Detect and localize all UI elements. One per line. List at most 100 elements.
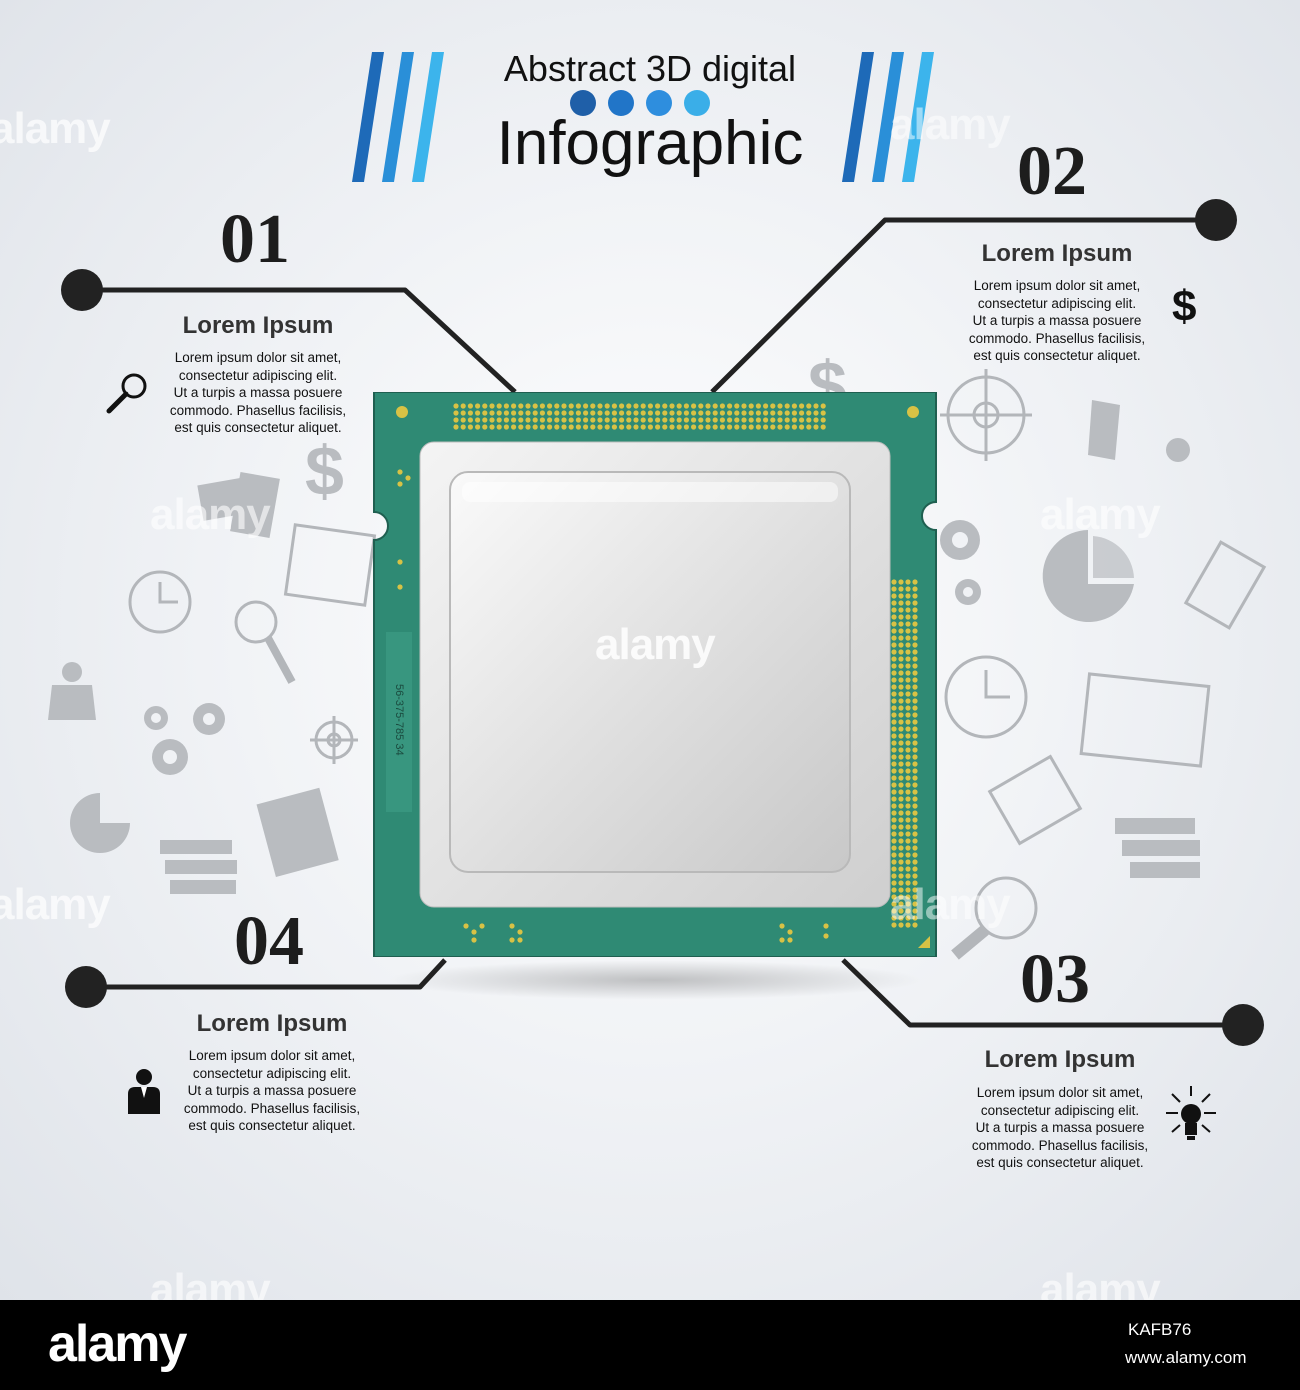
chip-pin <box>898 894 904 900</box>
header-dot <box>684 90 710 116</box>
chip-pin <box>611 410 617 416</box>
chip-pin <box>912 754 918 760</box>
chip-pin <box>891 642 897 648</box>
chip-pin <box>806 417 812 423</box>
chip-pin <box>517 929 523 935</box>
chip-pin <box>912 712 918 718</box>
chip-pin <box>719 424 725 430</box>
chip-pin <box>755 410 761 416</box>
chip-pin <box>891 691 897 697</box>
chip-pin <box>741 417 747 423</box>
chip-pin <box>912 803 918 809</box>
chip-pin <box>779 923 785 929</box>
chip-pin <box>891 593 897 599</box>
laptop-icon <box>1183 540 1267 630</box>
chip-pin <box>891 649 897 655</box>
chip-pin <box>905 922 911 928</box>
chip-pin <box>905 887 911 893</box>
chip-pin <box>891 754 897 760</box>
chip-pin <box>912 698 918 704</box>
chip-pin <box>813 424 819 430</box>
chip-pin <box>547 424 553 430</box>
chip-pin <box>898 586 904 592</box>
chip-pin <box>898 656 904 662</box>
chip-pin <box>898 726 904 732</box>
lightbulb-icon <box>1166 1086 1216 1140</box>
chip-pin <box>568 417 574 423</box>
chip-pin <box>647 417 653 423</box>
chip-pin <box>647 424 653 430</box>
tablet-icon <box>283 523 377 607</box>
chip-pin <box>509 923 515 929</box>
chip-pin <box>912 740 918 746</box>
chip-pin <box>575 410 581 416</box>
chip-pin <box>820 403 826 409</box>
chip-pin <box>561 410 567 416</box>
chip-pin <box>891 852 897 858</box>
chip-pin <box>891 677 897 683</box>
chip-pin <box>905 747 911 753</box>
chip-pin <box>787 937 793 943</box>
chip-pin <box>683 410 689 416</box>
chip-pin <box>912 684 918 690</box>
pie-chart-icon <box>1042 530 1134 622</box>
chip-pin <box>787 929 793 935</box>
chip-pin <box>662 403 668 409</box>
chip-pin <box>525 403 531 409</box>
chip-pin <box>898 747 904 753</box>
chip-pin <box>705 410 711 416</box>
chip-pin <box>496 417 502 423</box>
background-icons-layer: $ $ <box>48 347 1267 960</box>
chip-pin <box>905 600 911 606</box>
chip-pin <box>734 403 740 409</box>
chip-pin <box>905 586 911 592</box>
chip-pin <box>471 929 477 935</box>
chip-pin <box>568 424 574 430</box>
chip-pin <box>475 417 481 423</box>
chip-pin <box>770 410 776 416</box>
chip-pin <box>691 403 697 409</box>
chip-pin <box>912 901 918 907</box>
chip-pin <box>912 691 918 697</box>
chip-pin <box>898 796 904 802</box>
chip-pin <box>655 424 661 430</box>
step-number-01: 01 <box>220 201 290 278</box>
chip-pin <box>898 593 904 599</box>
chip-pin <box>489 403 495 409</box>
chip-serial-number: 56-375-785 34 <box>393 684 405 756</box>
businessman-icon <box>128 1069 160 1114</box>
chip-pin <box>583 417 589 423</box>
chip-pin <box>525 410 531 416</box>
connector-node-01 <box>61 269 103 311</box>
chip-pin <box>905 782 911 788</box>
connector-line-04 <box>86 958 447 990</box>
chip-pin <box>912 663 918 669</box>
chip-pin <box>891 607 897 613</box>
chip-pin <box>912 789 918 795</box>
chip-pin <box>397 481 403 487</box>
chip-pin <box>905 880 911 886</box>
chip-pin <box>891 684 897 690</box>
chip-pin <box>806 403 812 409</box>
chip-pin <box>912 628 918 634</box>
chip-pin <box>912 838 918 844</box>
chip-pin <box>813 417 819 423</box>
chip-pin <box>905 810 911 816</box>
connector-line-01 <box>82 287 517 394</box>
chip-pin <box>698 403 704 409</box>
chip-pin <box>640 417 646 423</box>
step-number-02: 02 <box>1017 133 1087 210</box>
chip-pin <box>669 403 675 409</box>
chip-pin <box>539 417 545 423</box>
laptop-icon <box>987 754 1083 846</box>
step-title-01: Lorem Ipsum <box>182 312 334 339</box>
chip-pin <box>891 761 897 767</box>
chip-pin <box>698 424 704 430</box>
connector-node-04 <box>65 966 107 1008</box>
chip-pin <box>748 424 754 430</box>
chip-pin <box>905 705 911 711</box>
chip-pin <box>891 824 897 830</box>
chip-pin <box>891 768 897 774</box>
cpu-chip: 56-375-785 34 <box>373 392 937 957</box>
chip-pin <box>905 635 911 641</box>
